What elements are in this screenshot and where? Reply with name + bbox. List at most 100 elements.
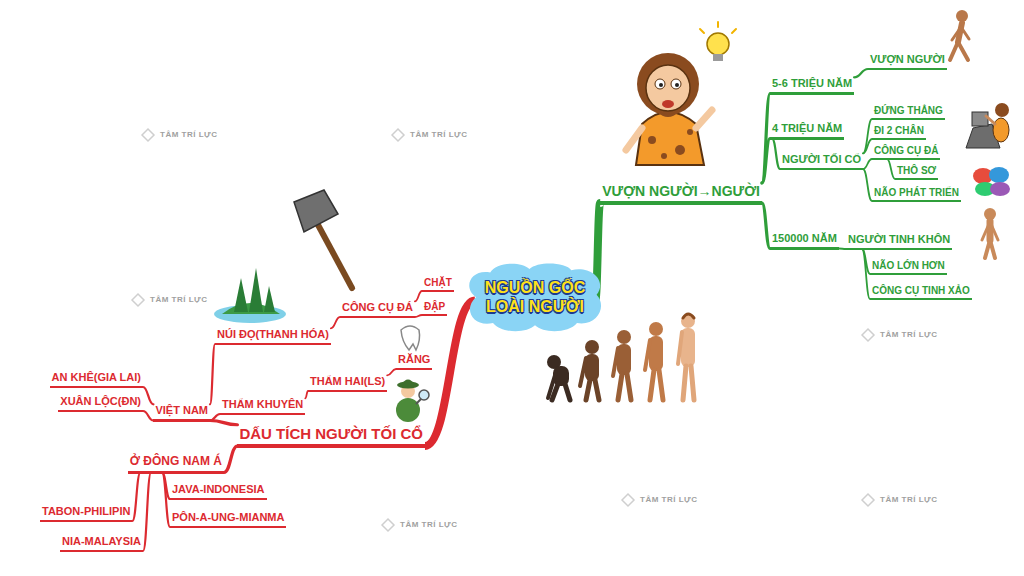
- topic-text: THẨM KHUYÊN: [222, 398, 303, 411]
- topic-text: PÔN-A-UNG-MIANMA: [172, 511, 284, 524]
- branch-topic: 150000 NĂM: [770, 232, 839, 250]
- tooth-icon: [401, 326, 420, 350]
- branch-topic: VIỆT NAM: [153, 404, 210, 422]
- branch-topic: NGƯỜI TỐI CỔ: [780, 153, 863, 170]
- branch-topic: XUÂN LỘC(ĐN): [58, 395, 143, 412]
- branch-topic: NÃO PHÁT TRIỂN: [872, 187, 961, 203]
- walking-hominid: [950, 10, 969, 60]
- branch-line: [387, 369, 396, 375]
- watermark-text: TÂM TRÍ LỰC: [150, 295, 207, 304]
- detective-figure: [396, 380, 429, 423]
- topic-text: NGƯỜI TỐI CỔ: [782, 153, 861, 166]
- topic-text: ĐI 2 CHÂN: [874, 125, 924, 137]
- branch-topic: CÔNG CỤ ĐÁ: [872, 145, 940, 161]
- topic-text: CHẶT: [424, 277, 452, 289]
- topic-text: CÔNG CỤ ĐÁ: [342, 301, 413, 314]
- topic-text: NÃO LỚN HƠN: [872, 260, 945, 272]
- watermark-text: TÂM TRÍ LỰC: [880, 495, 937, 504]
- watermark-text: TÂM TRÍ LỰC: [640, 495, 697, 504]
- watermark-text: TÂM TRÍ LỰC: [410, 130, 467, 139]
- branch-topic: ĐỨNG THẲNG: [872, 105, 945, 121]
- branch-line: [863, 119, 872, 153]
- topic-text: CÔNG CỤ ĐÁ: [874, 145, 938, 157]
- cloud-shape: [465, 262, 605, 332]
- branch-line: [210, 414, 220, 421]
- topic-text: THẨM HAI(LS): [310, 375, 385, 388]
- branch-topic: PÔN-A-UNG-MIANMA: [170, 511, 286, 528]
- standing-hominid: [982, 208, 998, 258]
- branch-line: [772, 139, 780, 170]
- topic-text: ĐỨNG THẲNG: [874, 105, 943, 117]
- branch-line: [415, 315, 422, 317]
- topic-text: VƯỢN NGƯỜI→NGƯỜI: [602, 183, 760, 199]
- topic-text: RĂNG: [398, 353, 430, 366]
- topic-text: VIỆT NAM: [155, 404, 208, 417]
- branch-line: [762, 203, 770, 249]
- watermark-text: TÂM TRÍ LỰC: [160, 130, 217, 139]
- topic-text: NÚI ĐỌ(THANH HÓA): [217, 328, 329, 341]
- branch-topic: AN KHÊ(GIA LAI): [50, 371, 143, 388]
- branch-topic: Ở ĐÔNG NAM Á: [128, 455, 224, 474]
- branch-topic: THẨM HAI(LS): [308, 375, 387, 392]
- tool-maker-figure: [966, 103, 1009, 148]
- topic-text: CÔNG CỤ TINH XẢO: [872, 285, 970, 297]
- central-topic-cloud: NGUỒN GỐC LOÀI NGƯỜI: [465, 262, 605, 332]
- branch-line: [331, 317, 340, 328]
- branch-line: [143, 387, 153, 404]
- caveman-figure: [626, 22, 736, 165]
- branch-line: [143, 411, 153, 421]
- branch-line: [863, 139, 872, 153]
- topic-text: 5-6 TRIỆU NĂM: [772, 77, 852, 90]
- branch-topic: ĐẬP: [422, 301, 447, 317]
- topic-text: NÃO PHÁT TRIỂN: [874, 187, 959, 199]
- branch-line: [162, 473, 170, 528]
- cloud-outline: [469, 263, 601, 331]
- branch-line: [854, 69, 868, 77]
- topic-text: NGƯỜI TINH KHÔN: [848, 233, 950, 246]
- stone-axe: [294, 190, 352, 288]
- branch-topic: 5-6 TRIỆU NĂM: [770, 77, 854, 95]
- topic-text: VƯỢN NGƯỜI: [870, 53, 945, 66]
- brain-icon: [973, 167, 1010, 196]
- branch-line: [132, 473, 140, 522]
- branch-line: [224, 446, 237, 473]
- branch-line: [305, 391, 308, 398]
- branch-line: [762, 139, 770, 183]
- branch-line: [762, 94, 770, 183]
- topic-text: 4 TRIỆU NĂM: [772, 122, 842, 135]
- topic-text: 150000 NĂM: [772, 232, 837, 245]
- topic-text: TABON-PHILIPIN: [42, 505, 130, 518]
- watermark-logos: [132, 129, 874, 531]
- topic-text: NIA-MALAYSIA: [62, 535, 141, 548]
- branch-line: [143, 473, 151, 552]
- branch-topic: CÔNG CỤ ĐÁ: [340, 301, 415, 318]
- topic-text: NGUỒN GỐC LOÀI NGƯỜI: [479, 278, 591, 316]
- branch-topic: CÔNG CỤ TINH XẢO: [870, 285, 972, 301]
- topic-text: DẤU TÍCH NGƯỜI TỐI CỔ: [239, 425, 423, 442]
- branch-topic: NÃO LỚN HƠN: [870, 260, 947, 276]
- branch-topic: ĐI 2 CHÂN: [872, 125, 926, 141]
- branch-topic: NGƯỜI TINH KHÔN: [846, 233, 952, 250]
- branch-topic: NIA-MALAYSIA: [60, 535, 143, 552]
- topic-text: Ở ĐÔNG NAM Á: [130, 455, 222, 469]
- topic-text: JAVA-INDONESIA: [172, 483, 265, 496]
- branch-line: [425, 301, 475, 446]
- branch-line: [863, 159, 872, 169]
- branch-topic: VƯỢN NGƯỜI: [868, 53, 947, 70]
- branch-line: [887, 159, 895, 179]
- topic-text: ĐẬP: [424, 301, 445, 313]
- topic-text: THÔ SƠ: [897, 165, 936, 177]
- branch-line: [210, 344, 215, 404]
- branch-topic: TABON-PHILIPIN: [40, 505, 132, 522]
- branch-line: [210, 421, 237, 425]
- island-icon: [214, 268, 286, 323]
- branch-line: [839, 247, 846, 250]
- branch-topic: JAVA-INDONESIA: [170, 483, 267, 500]
- watermark-text: TÂM TRÍ LỰC: [400, 520, 457, 529]
- branch-topic: 4 TRIỆU NĂM: [770, 122, 844, 140]
- branch-topic: THÔ SƠ: [895, 165, 938, 181]
- watermark-text: TÂM TRÍ LỰC: [880, 330, 937, 339]
- branch-topic: DẤU TÍCH NGƯỜI TỐI CỔ: [237, 425, 425, 448]
- branch-line: [863, 169, 872, 201]
